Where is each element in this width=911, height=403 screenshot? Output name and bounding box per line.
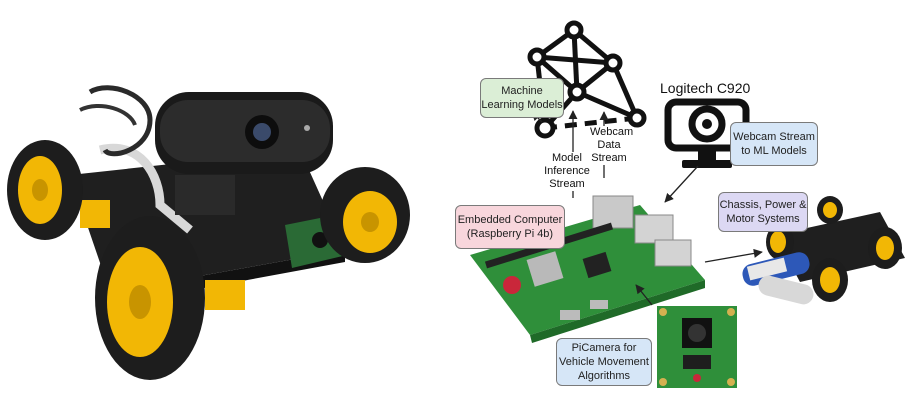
webcam-data-stream-label: Webcam Data Stream — [590, 126, 634, 165]
webcam-name: Logitech C920 — [660, 80, 751, 96]
arrow-chassis — [704, 248, 763, 263]
embedded-computer-label: Embedded Computer (Raspberry Pi 4b) — [457, 214, 563, 240]
picamera-box: PiCamera for Vehicle Movement Algorithms — [556, 338, 652, 386]
motor-left — [80, 200, 110, 228]
embedded-computer-box: Embedded Computer (Raspberry Pi 4b) — [455, 205, 565, 249]
chassis-box: Chassis, Power & Motor Systems — [718, 192, 808, 232]
webcam-icon — [664, 98, 750, 168]
model-inference-stream-label: Model Inference Stream — [540, 152, 594, 191]
arrow-webcam — [664, 165, 699, 203]
webcam-stream-label: Webcam Stream to ML Models — [733, 131, 815, 157]
wheel-front-left — [95, 216, 205, 380]
neural-network-icon — [527, 20, 647, 139]
arrow-picam — [635, 284, 653, 306]
picamera-module — [657, 306, 737, 388]
chassis-label: Chassis, Power & Motor Systems — [719, 199, 807, 225]
ml-models-label: Machine Learning Models — [481, 85, 563, 111]
battery-pack — [742, 252, 814, 305]
picamera-label: PiCamera for Vehicle Movement Algorithms — [559, 342, 649, 382]
wheel-rear-left — [7, 140, 83, 240]
motor-front — [205, 280, 245, 310]
raspberry-pi-board — [470, 195, 705, 343]
webcam-stream-box: Webcam Stream to ML Models — [730, 122, 818, 166]
wheel-rear-right — [320, 167, 410, 263]
robot-car-photo — [7, 85, 410, 380]
ml-models-box: Machine Learning Models — [480, 78, 564, 118]
